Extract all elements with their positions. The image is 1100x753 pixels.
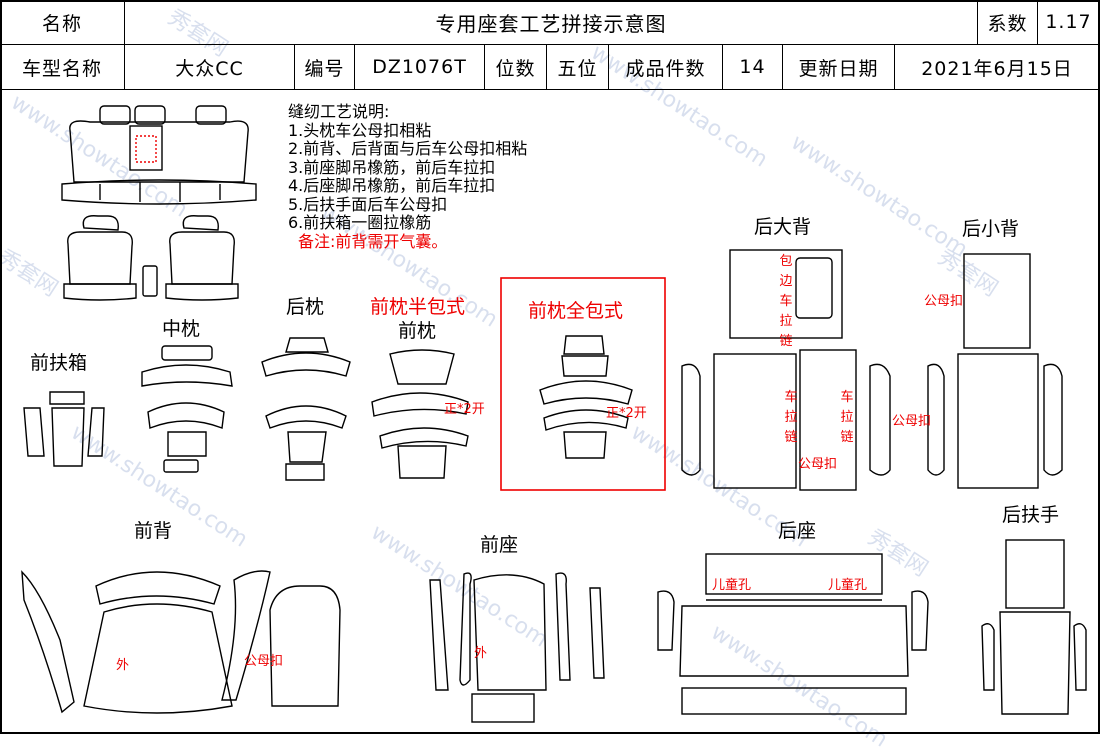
- middle-pillow-pattern: [141, 345, 233, 473]
- seats-value: 五位: [547, 45, 609, 90]
- annot-child-hole: 儿童孔: [712, 578, 752, 593]
- label-front-back: 前背: [134, 520, 173, 542]
- front-pillow-half-pattern: [371, 349, 469, 479]
- note-item: 6.前扶箱一圈拉橡筋: [288, 213, 432, 232]
- code-value: DZ1076T: [355, 45, 485, 90]
- note-item: 4.后座脚吊橡筋，前后车拉扣: [288, 176, 496, 195]
- annot-zipper-vertical: 包边车拉链: [779, 254, 793, 349]
- annot-half-open: 正*2开: [444, 402, 485, 417]
- date-label: 更新日期: [783, 45, 895, 90]
- label-rear-big-back: 后大背: [754, 216, 812, 238]
- label-front-pillow: 前枕: [398, 320, 437, 342]
- note-item: 2.前背、后背面与后车公母扣相粘: [288, 139, 528, 158]
- notes-remark: 备注:前背需开气囊。: [298, 231, 448, 251]
- sheet-title: 专用座套工艺拼接示意图: [125, 0, 978, 45]
- annot-snap-small-back: 公母扣: [924, 294, 964, 309]
- front-seat-overview: [63, 215, 239, 301]
- note-item: 1.头枕车公母扣相粘: [288, 120, 432, 140]
- label-front-pillow-half: 前枕半包式: [370, 296, 466, 318]
- front-pillow-full-pattern: [500, 277, 666, 491]
- pieces-value: 14: [723, 45, 783, 90]
- notes-title: 缝纫工艺说明:: [288, 102, 390, 121]
- label-rear-small-back: 后小背: [962, 218, 1020, 240]
- sewing-notes: 缝纫工艺说明: 1.头枕车公母扣相粘 2.前背、后背面与后车公母扣相粘 3.前座…: [288, 102, 528, 251]
- label-rear-seat: 后座: [778, 520, 817, 542]
- front-back-pattern: [21, 570, 341, 714]
- label-rear-armrest: 后扶手: [1002, 504, 1060, 526]
- label-rear-pillow: 后枕: [286, 296, 325, 318]
- note-item: 3.前座脚吊橡筋，前后车拉扣: [288, 157, 496, 177]
- annot-snap-front-back: 公母扣: [244, 654, 284, 669]
- label-middle-pillow: 中枕: [162, 318, 201, 340]
- rear-small-back-pattern: [927, 253, 1063, 489]
- model-value: 大众CC: [125, 45, 295, 90]
- rear-seat-overview: [61, 105, 257, 205]
- rear-armrest-pattern: [981, 539, 1087, 715]
- rear-seat-pattern: [657, 553, 929, 715]
- annot-full-open: 正*2开: [606, 406, 647, 421]
- seats-label: 位数: [485, 45, 547, 90]
- note-item: 5.后扶手面后车公母扣: [288, 194, 448, 214]
- pattern-drawings: [21, 105, 1087, 723]
- code-label: 编号: [295, 45, 355, 90]
- annot-snap-big-back: 公母扣: [798, 457, 838, 472]
- header-table: 名称 专用座套工艺拼接示意图 系数 1.17 车型名称 大众CC 编号 DZ10…: [0, 0, 1100, 92]
- annot-zip-a: 车拉链: [784, 390, 798, 445]
- label-front-seat: 前座: [480, 534, 519, 556]
- annot-outer-front-back: 外: [116, 658, 130, 673]
- annot-child-hole: 儿童孔: [828, 578, 868, 593]
- pieces-label: 成品件数: [609, 45, 723, 90]
- label-front-pillow-full: 前枕全包式: [528, 300, 624, 322]
- annot-zip-b: 车拉链: [840, 390, 854, 445]
- annot-outer-front-seat: 外: [474, 646, 488, 661]
- coef-label: 系数: [978, 0, 1038, 45]
- name-label: 名称: [0, 0, 125, 45]
- rear-big-back-pattern: [681, 249, 891, 491]
- model-label: 车型名称: [0, 45, 125, 90]
- front-seat-pattern: [429, 572, 605, 723]
- label-front-armbox: 前扶箱: [30, 352, 88, 374]
- rear-pillow-pattern: [261, 337, 351, 481]
- annot-snap-small-side: 公母扣: [892, 414, 932, 429]
- front-armbox-pattern: [23, 391, 105, 467]
